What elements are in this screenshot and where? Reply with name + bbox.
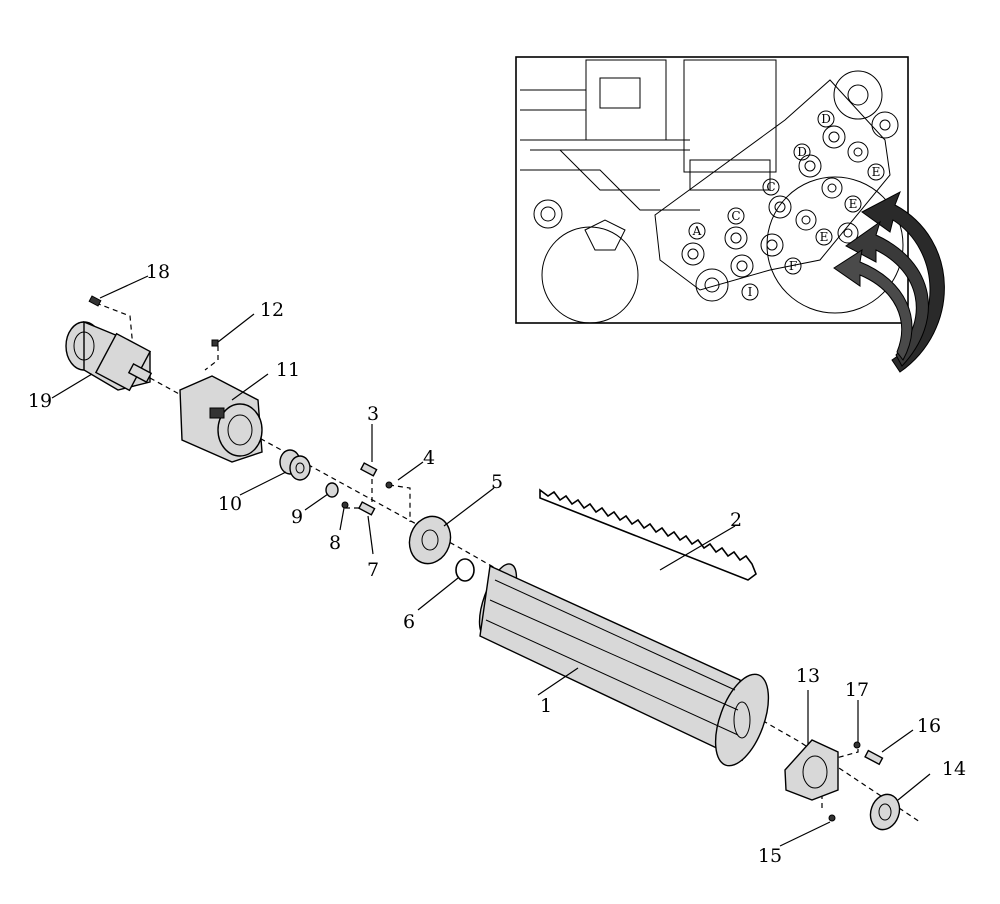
callout-19: 19 [28,390,52,412]
callout-14: 14 [942,758,966,780]
part-16-bolt [864,749,884,766]
callout-6: 6 [403,611,415,633]
part-5-flange [408,515,452,565]
part-2-serrated-bar [539,488,757,581]
callout-2: 2 [730,509,742,531]
part-3-bolt [359,462,378,477]
inset-label-c1: C [731,209,740,223]
callout-9: 9 [291,506,303,528]
inset-label-e2: E [849,197,858,211]
inset-label-a: A [692,224,702,238]
callout-labels: 1 2 3 4 5 6 7 8 9 10 11 12 13 14 15 16 1… [28,261,966,867]
part-13-bearing-housing [784,739,839,801]
inset-label-e1: E [872,165,881,179]
callout-16: 16 [917,715,941,737]
part-17-nut [853,741,861,749]
part-11-housing [179,375,263,463]
callout-12: 12 [260,299,284,321]
part-10-coupling [279,449,311,481]
part-4-nut [385,481,393,489]
callout-13: 13 [796,665,820,687]
inset-label-d2: D [821,112,831,126]
callout-17: 17 [845,679,869,701]
callout-11: 11 [276,359,300,381]
inset-label-i: I [748,285,753,299]
part-1-drum [478,563,770,767]
inset-roller-panel [654,79,891,291]
callout-1: 1 [540,695,552,717]
inset-machine-structure [520,59,904,324]
curved-arrow-2 [845,220,929,367]
curved-arrow-3 [833,248,913,361]
part-12-bolt [211,339,219,347]
inset-label-d1: D [797,145,807,159]
callout-7: 7 [367,559,379,581]
part-9-washer [325,482,339,498]
part-14-bearing [869,793,901,831]
inset-label-c2: C [766,180,775,194]
part-18-bolt [88,295,102,307]
inset-rollers [681,125,869,302]
callout-18: 18 [146,261,170,283]
part-6-ring [455,558,475,582]
callout-5: 5 [491,471,503,493]
inset-label-f: F [789,259,797,273]
part-8-nut [341,501,349,509]
callout-4: 4 [423,447,435,469]
locator-inset: A C C D D E E E F I [515,56,909,324]
location-arrows [833,190,945,373]
part-19-motor [65,320,153,392]
callout-15: 15 [758,845,782,867]
callout-3: 3 [367,403,379,425]
leader-lines [51,275,931,847]
callout-8: 8 [329,532,341,554]
inset-label-e3: E [820,230,829,244]
callout-10: 10 [218,493,242,515]
part-15-nut [828,814,836,822]
inset-callouts: A C C D D E E E F I [688,110,885,301]
part-7-bolt [357,501,376,516]
